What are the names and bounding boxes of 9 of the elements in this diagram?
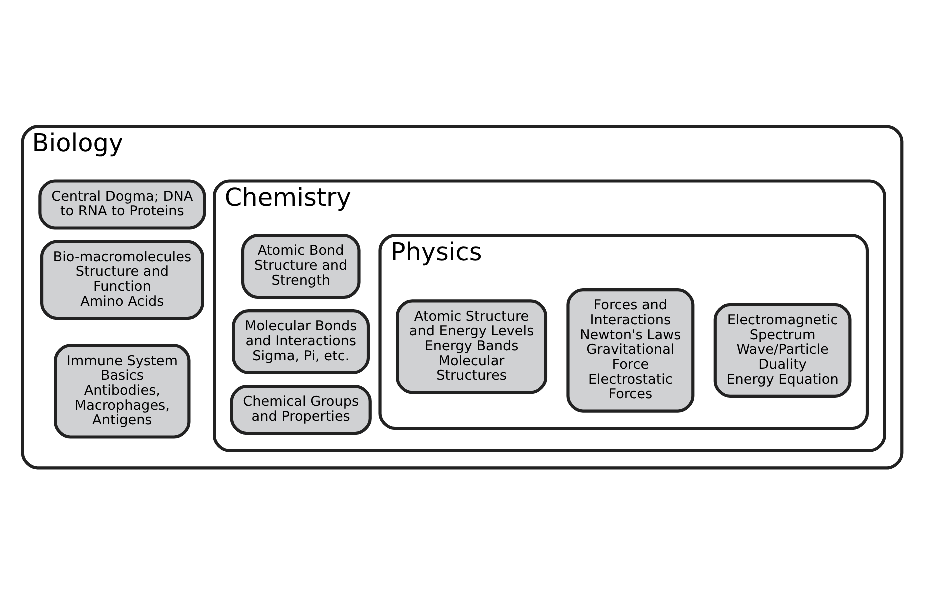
node-box: Atomic Structure and Energy Levels Energy Bands Molecular Structures — [396, 299, 548, 394]
node-box: Immune System Basics Antibodies, Macrophages, Antigens — [54, 344, 191, 438]
node-box: Electromagnetic Spectrum Wave/Particle Duality Energy Equation — [714, 302, 852, 398]
node-box: Molecular Bonds and Interactions Sigma, Pi, etc. — [232, 309, 370, 374]
node-box: Forces and Interactions Newton's Laws Gravitational Force Electrostatic Forces — [566, 288, 695, 412]
node-box: Atomic Bond Structure and Strength — [241, 234, 361, 299]
node-box: Chemical Groups and Properties — [230, 384, 372, 435]
node-box: Bio-macromolecules Structure and Function Amino Acids — [40, 240, 204, 320]
node-box: Central Dogma; DNA to RNA to Proteins — [38, 179, 206, 230]
